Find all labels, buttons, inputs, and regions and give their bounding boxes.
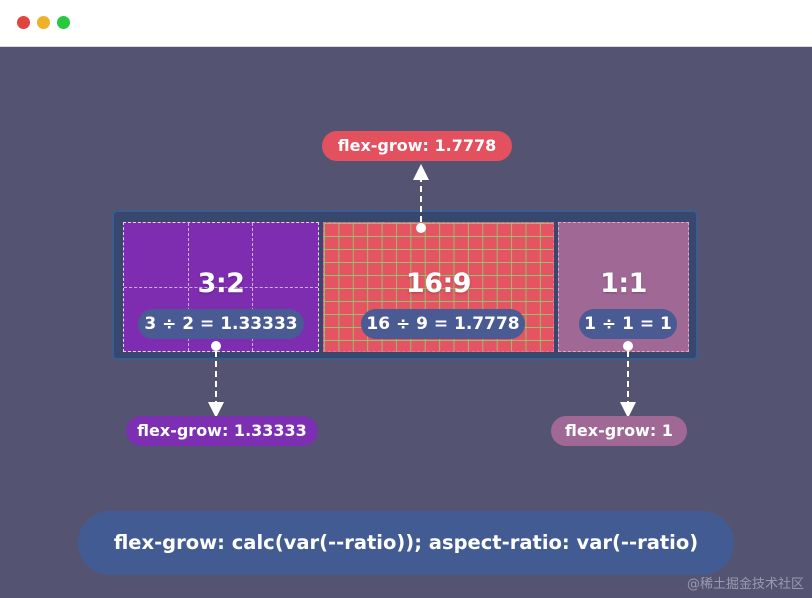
window-titlebar (0, 0, 812, 47)
equation-pill-1-1: 1 ÷ 1 = 1 (579, 309, 677, 339)
ratio-label-1-1: 1:1 (600, 268, 647, 299)
anchor-dot (623, 341, 633, 351)
close-dot-icon[interactable] (17, 16, 30, 29)
watermark: @稀土掘金技术社区 (686, 577, 804, 592)
maximize-dot-icon[interactable] (57, 16, 70, 29)
ratio-label-16-9: 16:9 (405, 268, 472, 299)
ratio-label-3-2: 3:2 (197, 268, 245, 299)
anchor-dot (211, 341, 221, 351)
anchor-dot (416, 223, 426, 233)
css-formula-banner: flex-grow: calc(var(--ratio)); aspect-ra… (78, 511, 734, 575)
flex-grow-tag-left: flex-grow: 1.33333 (126, 416, 318, 446)
flex-grow-tag-center: flex-grow: 1.7778 (322, 131, 512, 161)
flex-grow-tag-right: flex-grow: 1 (551, 416, 687, 446)
guide-line (124, 287, 318, 288)
equation-pill-16-9: 16 ÷ 9 = 1.7778 (361, 309, 525, 339)
equation-pill-3-2: 3 ÷ 2 = 1.33333 (138, 309, 304, 339)
minimize-dot-icon[interactable] (37, 16, 50, 29)
